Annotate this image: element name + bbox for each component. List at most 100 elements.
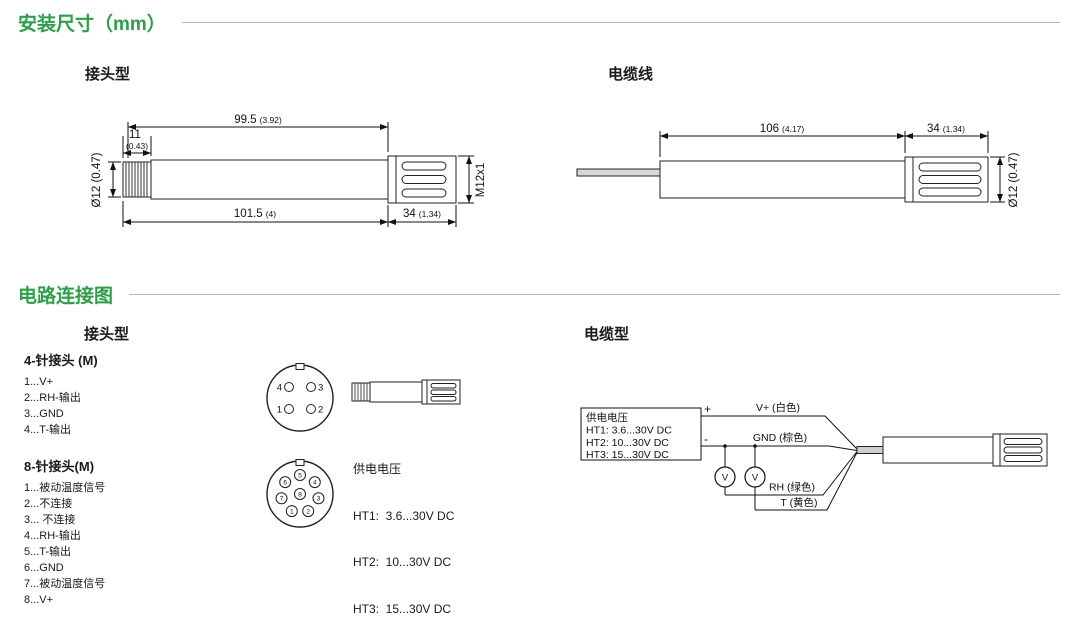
pin-3 — [312, 492, 325, 505]
dim-body-length: 99.5(3.92) — [234, 114, 282, 126]
keyway-notch — [295, 459, 305, 466]
dim-body-inch: (3.92) — [260, 115, 282, 125]
voltmeter-t-label: V — [752, 473, 759, 484]
supply-voltage-block: 供电电压 HT1: 3.6...30V DC HT2: 10...30V DC … — [353, 431, 454, 633]
rh-wire — [725, 451, 858, 496]
dimension-lines — [108, 122, 474, 227]
probe-outline — [122, 155, 457, 204]
dim-body-inch: (4.17) — [782, 124, 804, 134]
rh-wire-label: RH (绿色) — [769, 481, 815, 494]
pin8-line-3: 3... 不连接 — [24, 514, 76, 526]
pin-1 — [284, 404, 294, 414]
circuit-connector-type-label: 接头型 — [84, 326, 130, 343]
filter-slot — [430, 389, 457, 395]
pin-4 — [284, 382, 294, 392]
pin4-line-3: 3...GND — [24, 408, 64, 420]
pin4-line-1: 1...V+ — [24, 376, 54, 388]
dim-filter-length: 34(1.34) — [403, 208, 441, 220]
connector-4pin-diagram: 4 3 1 2 — [266, 363, 334, 432]
pin-label-5: 5 — [298, 472, 302, 479]
filter-slot — [1003, 438, 1043, 445]
vplus-wire-label: V+ (白色) — [756, 401, 800, 414]
pin-2 — [306, 404, 316, 414]
probe-outline — [351, 379, 461, 405]
pin4-title: 4-针接头 (M) — [24, 353, 98, 368]
pin8-title: 8-针接头(M) — [24, 459, 95, 474]
pin-legend: 4-针接头 (M) 1...V+ 2...RH-输出 3...GND 4...T… — [24, 350, 259, 608]
section-title-dimensions: 安装尺寸（mm） — [18, 14, 166, 35]
filter-slot — [401, 188, 447, 198]
dim-thread-length-inch: (0.43) — [126, 141, 148, 151]
pin8-line-2: 2...不连接 — [24, 498, 73, 510]
voltmeter-rh-label: V — [722, 473, 729, 484]
gnd-wire-label: GND (棕色) — [753, 431, 807, 444]
circuit-cable-type-label: 电缆型 — [584, 326, 630, 343]
pin4-line-4: 4...T-输出 — [24, 424, 72, 436]
cable-probe-drawing: 106(4.17) 34(1.34) Ø12 (0.47) — [576, 123, 1020, 207]
dimension-lines — [659, 131, 1005, 203]
pin-4 — [308, 476, 321, 489]
voltmeter-t — [744, 466, 766, 488]
filter-slot — [401, 175, 447, 184]
probe-body — [150, 159, 389, 200]
filter-slot — [918, 187, 982, 197]
pin-label-2: 2 — [306, 508, 310, 515]
pin-1 — [285, 505, 298, 518]
dim-diameter: Ø12 (0.47) — [1008, 152, 1020, 207]
dim-total-inch: (4) — [266, 209, 277, 219]
connector-probe-drawing: 99.5(3.92) 11 (0.43) 101.5(4) 34(1.34) Ø… — [91, 114, 487, 227]
dim-diameter: Ø12 (0.47) — [91, 152, 103, 207]
section-title-circuit: 电路连接图 — [18, 286, 114, 307]
filter-slot — [430, 383, 457, 389]
connector-8pin-diagram: 5 4 3 2 1 7 6 8 — [266, 459, 334, 528]
pin-label-1: 1 — [290, 508, 294, 515]
spacer — [24, 438, 259, 456]
wiring-box-title: 供电电压 — [586, 411, 628, 424]
pin-label-8: 8 — [298, 491, 302, 498]
dim-thread-length: 11 — [129, 129, 141, 141]
wiring-lines — [580, 407, 858, 511]
dim-total-mm: 101.5 — [234, 208, 263, 220]
thread-hatching — [354, 383, 368, 401]
t-wire — [755, 452, 858, 511]
cable — [856, 446, 884, 454]
dim-filter-inch: (1.34) — [943, 124, 965, 134]
supply-title: 供电电压 — [353, 462, 402, 476]
connector-outline — [266, 364, 334, 432]
pin-5 — [294, 469, 306, 481]
pin-label-3: 3 — [318, 383, 323, 394]
filter-slot — [430, 396, 457, 402]
pin-label-4: 4 — [313, 479, 317, 486]
pin-8 — [294, 488, 306, 500]
filter-slot — [918, 175, 982, 184]
cable-wiring-diagram: V V 供电电压 HT1: 3.6...30V DC HT2: 10...30V… — [580, 401, 1048, 511]
supply-ht2: HT2: 10...30V DC — [353, 555, 452, 569]
probe-outline — [576, 156, 989, 203]
mini-probe-drawing — [351, 379, 461, 405]
dim-total-length: 101.5(4) — [234, 208, 276, 220]
cable — [576, 168, 661, 177]
t-wire-label: T (黄色) — [780, 496, 817, 509]
divider-line — [181, 22, 1060, 23]
pin-label-7: 7 — [280, 496, 284, 503]
pin-label-6: 6 — [283, 479, 287, 486]
pin-2 — [302, 505, 315, 518]
section-circuit-header: 电路连接图 — [18, 281, 1060, 308]
pin-label-2: 2 — [318, 405, 323, 416]
probe-body — [659, 160, 906, 199]
dim-filter-inch: (1.34) — [419, 209, 441, 219]
probe-outline — [856, 433, 1048, 467]
pin-label-1: 1 — [277, 405, 282, 416]
keyway-notch — [295, 363, 305, 370]
cable-type-label: 电缆线 — [608, 66, 654, 83]
filter-slot — [1003, 455, 1043, 462]
wiring-box-ht2: HT2: 10...30V DC — [586, 437, 669, 449]
pin8-line-7: 7...被动温度信号 — [24, 578, 106, 590]
probe-thread — [122, 161, 152, 198]
filter-slot — [1003, 446, 1043, 454]
connector-type-label: 接头型 — [85, 66, 131, 83]
divider-line — [129, 294, 1060, 295]
gnd-wire — [701, 445, 858, 451]
supply-ht3: HT3: 15...30V DC — [353, 601, 452, 616]
